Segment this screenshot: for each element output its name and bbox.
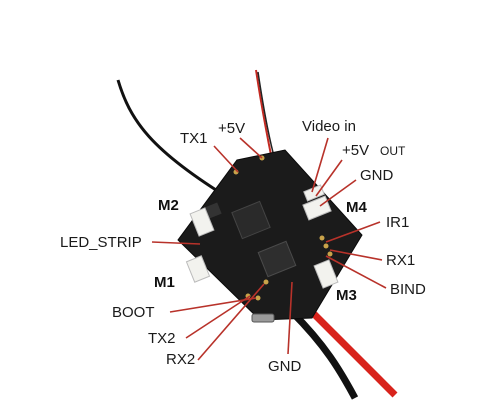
label-m2: M2 — [158, 197, 179, 214]
lead-gnd-bottom — [287, 281, 293, 355]
motor-connector-m1 — [185, 255, 211, 283]
label-tx1: TX1 — [180, 130, 208, 147]
label-gnd-top: GND — [360, 167, 394, 184]
gyro-chip — [257, 240, 297, 278]
motor-connector-m2 — [189, 207, 215, 237]
lead-boot — [169, 297, 257, 313]
antenna-wire — [116, 79, 233, 202]
label-tx2: TX2 — [148, 330, 176, 347]
pin-labels: TX1 +5V Video in +5V OUT GND M4 IR1 M2 L… — [60, 118, 426, 375]
label-rx1: RX1 — [386, 252, 415, 269]
usb-port — [251, 313, 275, 323]
motor-connector-m3 — [313, 259, 339, 289]
lead-ir1 — [325, 221, 381, 243]
label-rx2: RX2 — [166, 351, 195, 368]
label-gnd-bottom: GND — [268, 358, 302, 375]
vtx-connector — [303, 184, 325, 202]
board-pcb — [177, 149, 363, 321]
motor-connector-m4 — [302, 195, 332, 221]
lead-tx2 — [185, 295, 251, 339]
lead-5v-out — [315, 159, 343, 197]
label-out: OUT — [380, 144, 406, 158]
pad-6 — [327, 251, 333, 257]
label-video-in: Video in — [302, 118, 356, 135]
lead-tx1 — [213, 145, 239, 173]
label-led-strip: LED_STRIP — [60, 234, 142, 251]
lead-video-in — [311, 137, 329, 193]
label-boot: BOOT — [112, 304, 155, 321]
leader-lines — [151, 137, 387, 361]
pad-1 — [255, 295, 261, 301]
label-m4: M4 — [346, 199, 367, 216]
lead-rx2 — [197, 283, 265, 361]
mcu-chip — [231, 200, 271, 240]
lead-5v — [239, 137, 263, 159]
flight-controller-board — [177, 149, 363, 323]
label-ir1: IR1 — [386, 214, 409, 231]
lead-rx1 — [329, 249, 383, 261]
label-m3: M3 — [336, 287, 357, 304]
label-5v-out: +5V — [342, 142, 369, 159]
battery-black-wire — [289, 309, 359, 400]
label-5v: +5V — [218, 120, 245, 137]
top-thin-red-wire — [255, 69, 273, 161]
label-m1: M1 — [154, 274, 175, 291]
lead-led-strip — [151, 241, 201, 245]
pad-5 — [323, 243, 329, 249]
lead-bind — [325, 255, 387, 289]
top-thin-black-wire — [257, 71, 276, 161]
label-bind: BIND — [390, 281, 426, 298]
pad-4 — [319, 235, 325, 241]
pad-3 — [263, 279, 269, 285]
lead-gnd-top — [319, 179, 357, 207]
